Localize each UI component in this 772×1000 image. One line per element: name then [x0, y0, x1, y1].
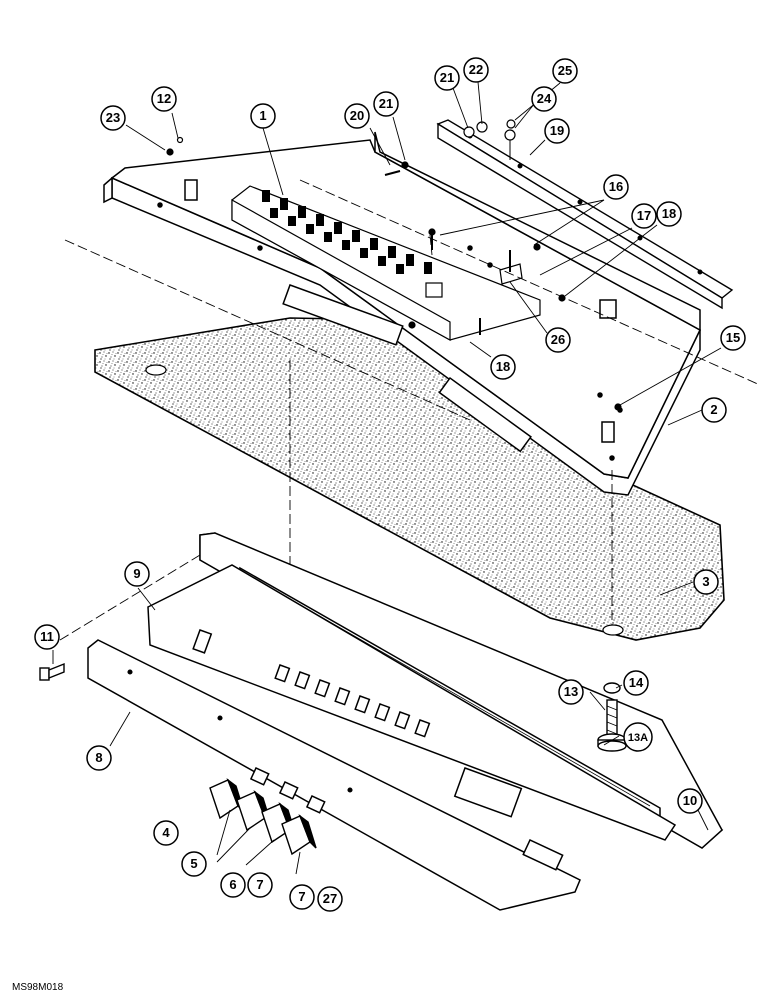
callout-25-label: 25 [558, 63, 572, 78]
callout-1: 1 [250, 103, 276, 129]
callout-9: 9 [124, 561, 150, 587]
callout-24: 24 [531, 86, 557, 112]
callout-6-label: 6 [229, 877, 236, 892]
callout-27-label: 27 [323, 891, 337, 906]
callout-9-label: 9 [133, 566, 140, 581]
callout-15: 15 [720, 325, 746, 351]
callout-12: 12 [151, 86, 177, 112]
switch-block-part-1 [231, 185, 541, 342]
callout-21b-label: 21 [440, 70, 454, 85]
callout-3-label: 3 [702, 574, 709, 589]
callout-17-label: 17 [637, 208, 651, 223]
callout-17: 17 [631, 203, 657, 229]
callout-15-label: 15 [726, 330, 740, 345]
callout-14: 14 [623, 670, 649, 696]
callout-6: 6 [220, 872, 246, 898]
callout-4: 4 [153, 820, 179, 846]
callout-22-label: 22 [469, 62, 483, 77]
screw-part-11 [39, 662, 65, 681]
callout-20-label: 20 [350, 108, 364, 123]
callout-26: 26 [545, 327, 571, 353]
callout-20: 20 [344, 103, 370, 129]
callout-5: 5 [181, 851, 207, 877]
callout-18b: 18 [490, 354, 516, 380]
drawing-code: MS98M018 [12, 982, 64, 993]
rocker-switches [209, 777, 317, 856]
callout-24-label: 24 [537, 91, 552, 106]
callout-21b: 21 [434, 65, 460, 91]
callout-4-label: 4 [162, 825, 170, 840]
callout-14-label: 14 [629, 675, 644, 690]
callout-leaders [52, 81, 722, 875]
callout-18b-label: 18 [496, 359, 510, 374]
callout-19-label: 19 [550, 123, 564, 138]
callout-7b: 7 [289, 884, 315, 910]
callout-16: 16 [603, 174, 629, 200]
callout-11: 11 [34, 624, 60, 650]
callout-27: 27 [317, 886, 343, 912]
callout-10: 10 [677, 788, 703, 814]
callout-7a: 7 [247, 872, 273, 898]
callout-25: 25 [552, 58, 578, 84]
callout-7a-label: 7 [256, 877, 263, 892]
callout-12-label: 12 [157, 91, 171, 106]
hardware-fasteners [166, 119, 622, 411]
callout-13A: 13A [623, 722, 653, 752]
callout-23: 23 [100, 105, 126, 131]
callout-11-label: 11 [40, 629, 54, 644]
callout-26-label: 26 [551, 332, 565, 347]
callout-1-label: 1 [259, 108, 266, 123]
callout-7b-label: 7 [298, 889, 305, 904]
callout-18a: 18 [656, 201, 682, 227]
callout-16-label: 16 [609, 179, 623, 194]
rear-rail-part-19 [436, 119, 734, 310]
callout-10-label: 10 [683, 793, 697, 808]
callout-19: 19 [544, 118, 570, 144]
callout-22: 22 [463, 57, 489, 83]
trim-strip-part-8 [87, 639, 581, 911]
callout-8: 8 [86, 745, 112, 771]
callout-23-label: 23 [106, 110, 120, 125]
callout-8-label: 8 [95, 750, 102, 765]
callout-21a-label: 21 [379, 96, 393, 111]
callout-13: 13 [558, 679, 584, 705]
callout-2: 2 [701, 397, 727, 423]
callout-13-label: 13 [564, 684, 578, 699]
callout-5-label: 5 [190, 856, 197, 871]
callout-18a-label: 18 [662, 206, 676, 221]
callout-3: 3 [693, 569, 719, 595]
callout-2-label: 2 [710, 402, 717, 417]
callout-21a: 21 [373, 91, 399, 117]
bezel-plate-part-9 [147, 564, 677, 841]
switch-row [262, 190, 432, 274]
callout-13A-label: 13A [628, 732, 648, 744]
